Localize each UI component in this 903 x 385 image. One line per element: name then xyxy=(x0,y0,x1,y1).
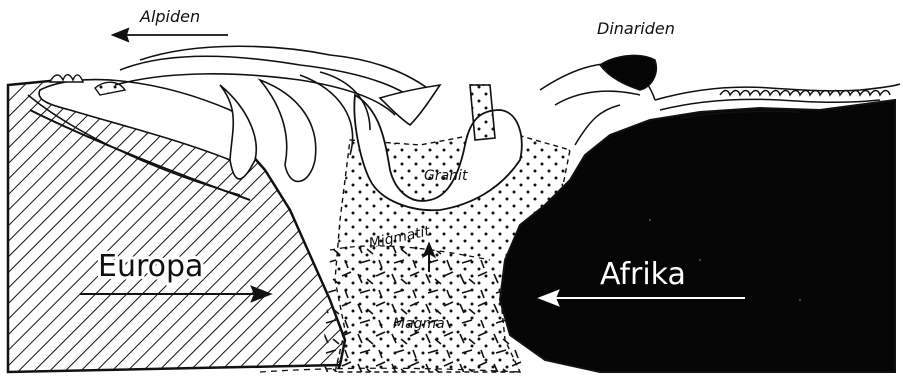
alpiden-label: Alpiden xyxy=(139,7,200,26)
magma-label: Magma xyxy=(393,316,445,332)
europa-label: Europa xyxy=(98,249,203,284)
granit-label: Granit xyxy=(424,168,468,184)
afrika-block xyxy=(500,100,895,372)
alpiden-arrow xyxy=(113,29,228,41)
dinariden-label: Dinariden xyxy=(597,19,675,38)
afrika-label: Afrika xyxy=(600,257,686,292)
